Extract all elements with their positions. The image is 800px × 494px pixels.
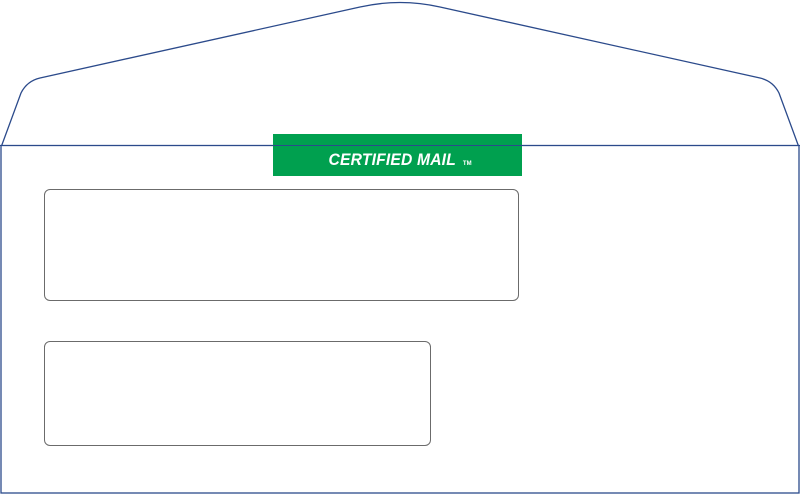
certified-mail-label: CERTIFIED MAIL TM — [273, 134, 522, 176]
certified-mail-text: CERTIFIED MAIL — [328, 150, 457, 169]
trademark-mark: TM — [462, 161, 472, 167]
return-address-window — [44, 189, 519, 301]
recipient-address-window — [44, 341, 431, 446]
envelope-flap — [0, 1, 800, 147]
